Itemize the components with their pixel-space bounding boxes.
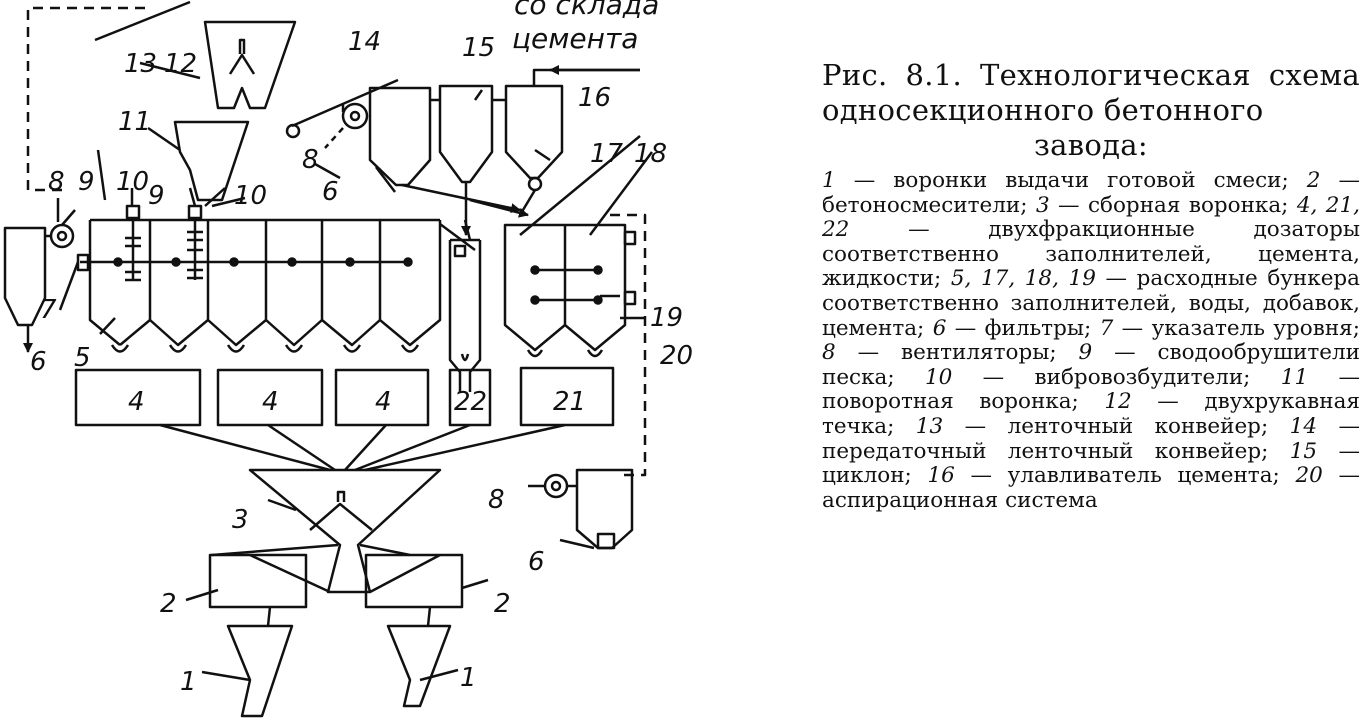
cyclone-15 xyxy=(438,84,494,184)
legend-text: — бетоносмесители; xyxy=(822,168,1360,218)
rotating-funnel-11 xyxy=(173,120,250,202)
aspiration-dashed-left xyxy=(26,6,145,192)
legend-number: 3 xyxy=(1035,192,1050,218)
label-4-c: 4 xyxy=(375,387,392,417)
label-5: 5 xyxy=(74,343,91,373)
label-13: 13 xyxy=(124,49,157,79)
label-8-top: 8 xyxy=(302,145,319,175)
label-4-b: 4 xyxy=(262,387,279,417)
filter-6-bottom xyxy=(568,468,634,550)
legend-number: 13 xyxy=(915,413,944,439)
source-label-line1: со склада xyxy=(514,0,659,21)
caption-title-main: Рис. 8.1. Технологическая схема односекц… xyxy=(822,58,1360,127)
legend-number: 7 xyxy=(1099,315,1114,341)
aggregate-bins-5 xyxy=(76,204,442,353)
label-2-left: 2 xyxy=(160,589,177,619)
label-9-b: 9 xyxy=(148,181,165,211)
twin-chute-12 xyxy=(203,20,297,110)
label-8-right: 8 xyxy=(488,485,505,515)
legend-text: — аспирационная система xyxy=(822,463,1360,513)
fan-icon xyxy=(324,102,369,149)
fan-dashed-link xyxy=(324,127,344,149)
label-10-a: 10 xyxy=(116,167,149,197)
legend-number: 4, 21, 22 xyxy=(822,192,1361,243)
legend-number: 8 xyxy=(822,340,836,366)
legend-text: — фильтры; xyxy=(946,315,1100,341)
legend-text: — расходные бункера соответственно запол… xyxy=(822,266,1360,341)
legend-number: 12 xyxy=(1104,389,1132,415)
plant-schematic: со склада цемента 13 12 11 14 15 16 8 6 … xyxy=(3,0,693,718)
legend-number: 10 xyxy=(924,364,953,390)
label-17: 17 xyxy=(590,139,624,169)
label-10-b: 10 xyxy=(234,181,267,211)
caption-title-sub: завода: xyxy=(1034,128,1148,162)
output-funnel-1-left xyxy=(226,624,294,718)
legend-text: — ленточный конвейер; xyxy=(943,413,1290,439)
dispenser-21 xyxy=(519,366,615,427)
filter-6-left xyxy=(3,226,52,353)
label-6-top: 6 xyxy=(322,177,339,207)
legend-text: — передаточный ленточный конвейер; xyxy=(822,413,1360,464)
legend-text: — указатель уровня; xyxy=(1113,315,1360,341)
label-16: 16 xyxy=(578,83,611,113)
label-20: 20 xyxy=(660,341,693,371)
legend-number: 6 xyxy=(932,315,947,341)
legend-text: — сборная воронка; xyxy=(1049,192,1297,218)
concrete-mixer-2-right xyxy=(364,553,464,609)
legend-number: 14 xyxy=(1289,413,1318,439)
fan-icon xyxy=(528,473,569,499)
legend-number: 11 xyxy=(1280,364,1309,390)
legend-text: — вентиляторы; xyxy=(835,340,1079,366)
label-15: 15 xyxy=(462,33,495,63)
cement-catcher-16 xyxy=(504,84,564,192)
aspiration-dashed-right xyxy=(610,213,647,477)
legend-number: 15 xyxy=(1289,438,1318,464)
dispenser-4-c xyxy=(334,368,430,427)
cement-bins-19 xyxy=(503,223,637,358)
label-1-right: 1 xyxy=(460,663,477,693)
legend-text: — двухрукавная течка; xyxy=(822,389,1360,439)
label-22: 22 xyxy=(454,387,487,417)
label-19: 19 xyxy=(650,303,683,333)
label-6-right: 6 xyxy=(528,547,545,577)
output-funnel-1-right xyxy=(386,624,452,708)
liquid-dispenser-22-bins xyxy=(448,238,482,392)
figure-caption: Рис. 8.1. Технологическая схема односекц… xyxy=(822,58,1360,513)
legend-number: 9 xyxy=(1078,340,1093,366)
dispenser-4-a xyxy=(74,368,202,427)
legend-number: 5, 17, 18, 19 xyxy=(950,266,1096,292)
concrete-mixer-2-left xyxy=(208,553,308,609)
caption-legend: 1 — воронки выдачи готовой смеси; 2 — бе… xyxy=(822,168,1361,513)
label-3: 3 xyxy=(232,505,249,535)
legend-number: 20 xyxy=(1295,463,1323,489)
label-8-left: 8 xyxy=(48,167,65,197)
legend-text: — воронки выдачи готовой смеси; xyxy=(835,168,1307,193)
legend-number: 16 xyxy=(927,463,955,489)
label-6-left: 6 xyxy=(30,347,47,377)
label-9-a: 9 xyxy=(78,167,95,197)
label-2-right: 2 xyxy=(494,589,511,619)
belt-conveyor-13 xyxy=(94,0,191,42)
legend-text: — вибровозбудители; xyxy=(952,364,1281,390)
legend-text: — двухфракционные дозаторы соответственн… xyxy=(822,217,1360,292)
label-18: 18 xyxy=(634,139,667,169)
label-4-a: 4 xyxy=(128,387,145,417)
source-label-line2: цемента xyxy=(512,22,638,55)
collecting-funnel-3 xyxy=(248,468,442,594)
caption-title: Рис. 8.1. Технологическая схема односекц… xyxy=(822,58,1360,163)
legend-number: 1 xyxy=(822,168,836,193)
legend-text: — циклон; xyxy=(822,438,1360,489)
legend-text: — сводообрушители песка; xyxy=(822,340,1360,390)
label-14: 14 xyxy=(348,27,381,57)
label-7: 7 xyxy=(40,295,57,325)
label-21: 21 xyxy=(553,387,586,417)
label-12: 12 xyxy=(164,49,197,79)
legend-number: 2 xyxy=(1306,168,1321,193)
label-11: 11 xyxy=(118,107,151,137)
fan-icon xyxy=(49,209,76,249)
legend-text: — поворотная воронка; xyxy=(822,364,1360,415)
legend-text: — улавливатель цемента; xyxy=(954,463,1296,489)
label-1-left: 1 xyxy=(180,667,197,697)
